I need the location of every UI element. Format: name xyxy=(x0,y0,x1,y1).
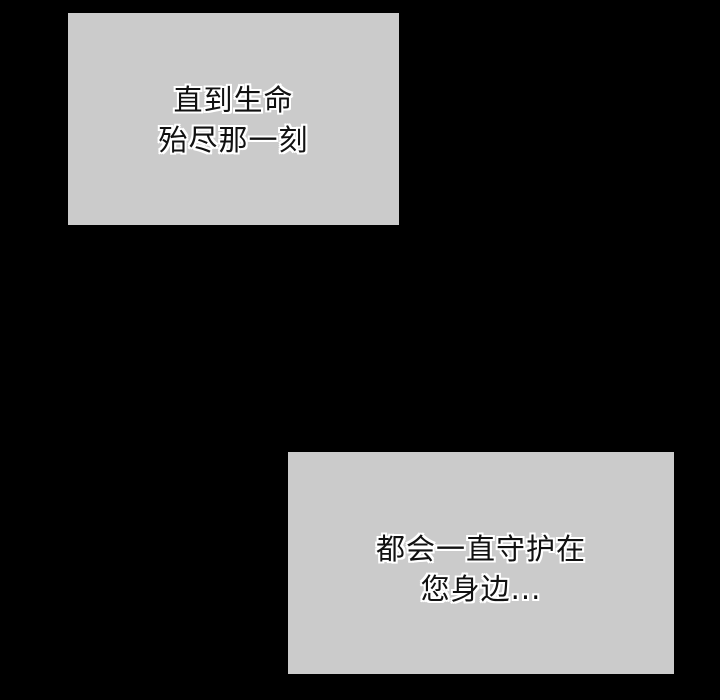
caption-panel-top: 直到生命 殆尽那一刻 xyxy=(68,13,399,225)
caption-line: 您身边... xyxy=(420,572,542,606)
caption-line: 都会一直守护在 xyxy=(375,532,586,566)
caption-panel-bottom: 都会一直守护在 您身边... xyxy=(288,452,674,674)
caption-line: 殆尽那一刻 xyxy=(158,123,309,157)
caption-line: 直到生命 xyxy=(173,83,294,117)
